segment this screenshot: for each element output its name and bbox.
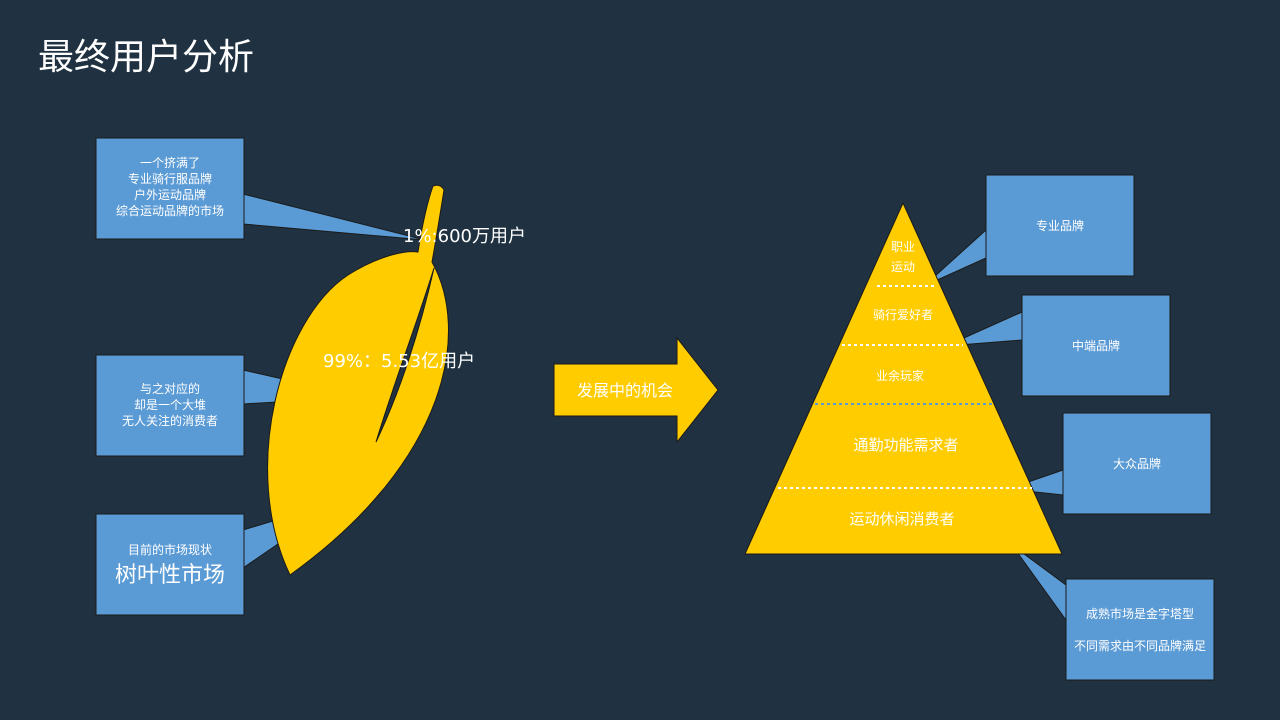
callout-mid-box <box>1021 294 1171 397</box>
callout-bottom-caption: 目前的市场现状 <box>128 542 212 557</box>
leaf-vein-slit <box>375 267 435 443</box>
callout-mass-box <box>1062 412 1212 515</box>
callout-mass-label: 大众品牌 <box>1113 457 1161 471</box>
pyramid-level-label: 运动 <box>891 260 915 274</box>
pyramid-level-label: 通勤功能需求者 <box>853 436 958 454</box>
callout-note-line: 不同需求由不同品牌满足 <box>1074 639 1206 653</box>
pyramid-level-label: 骑行爱好者 <box>873 308 933 322</box>
callout-middle-line: 与之对应的 <box>140 381 200 396</box>
callout-top-line: 综合运动品牌的市场 <box>116 203 224 218</box>
pyramid-level-label: 职业 <box>891 240 915 254</box>
callout-middle-line: 却是一个大堆 <box>134 398 206 412</box>
callout-middle-box <box>95 354 245 457</box>
callout-bottom-heading: 树叶性市场 <box>115 563 225 588</box>
opportunity-arrow <box>553 336 719 444</box>
page-title: 最终用户分析 <box>38 37 255 78</box>
callout-top-line: 一个挤满了 <box>140 155 200 170</box>
callout-note-box <box>1065 578 1215 681</box>
callout-top-line: 专业骑行服品牌 <box>128 171 212 186</box>
leaf-label-main: 99%：5.53亿用户 <box>323 351 475 372</box>
callout-middle-line: 无人关注的消费者 <box>122 413 218 428</box>
callout-top-pointer <box>242 193 426 241</box>
callout-note-pointer <box>1011 544 1067 622</box>
market-pyramid <box>744 201 1063 555</box>
callout-mid-label: 中端品牌 <box>1072 338 1120 353</box>
opportunity-arrow-label: 发展中的机会 <box>577 381 673 400</box>
callout-pro-label: 专业品牌 <box>1036 218 1084 233</box>
callout-top-line: 户外运动品牌 <box>134 187 206 202</box>
leaf-label-top: 1%:600万用户 <box>403 226 526 247</box>
pyramid-level-label: 运动休闲消费者 <box>849 510 954 528</box>
callout-pro-box <box>985 174 1135 277</box>
callout-top-box <box>95 137 245 240</box>
pyramid-level-label: 业余玩家 <box>876 368 924 383</box>
callout-note-line: 成熟市场是金字塔型 <box>1086 606 1194 621</box>
callout-bottom-box <box>95 513 245 616</box>
leaf-shape <box>267 184 449 576</box>
